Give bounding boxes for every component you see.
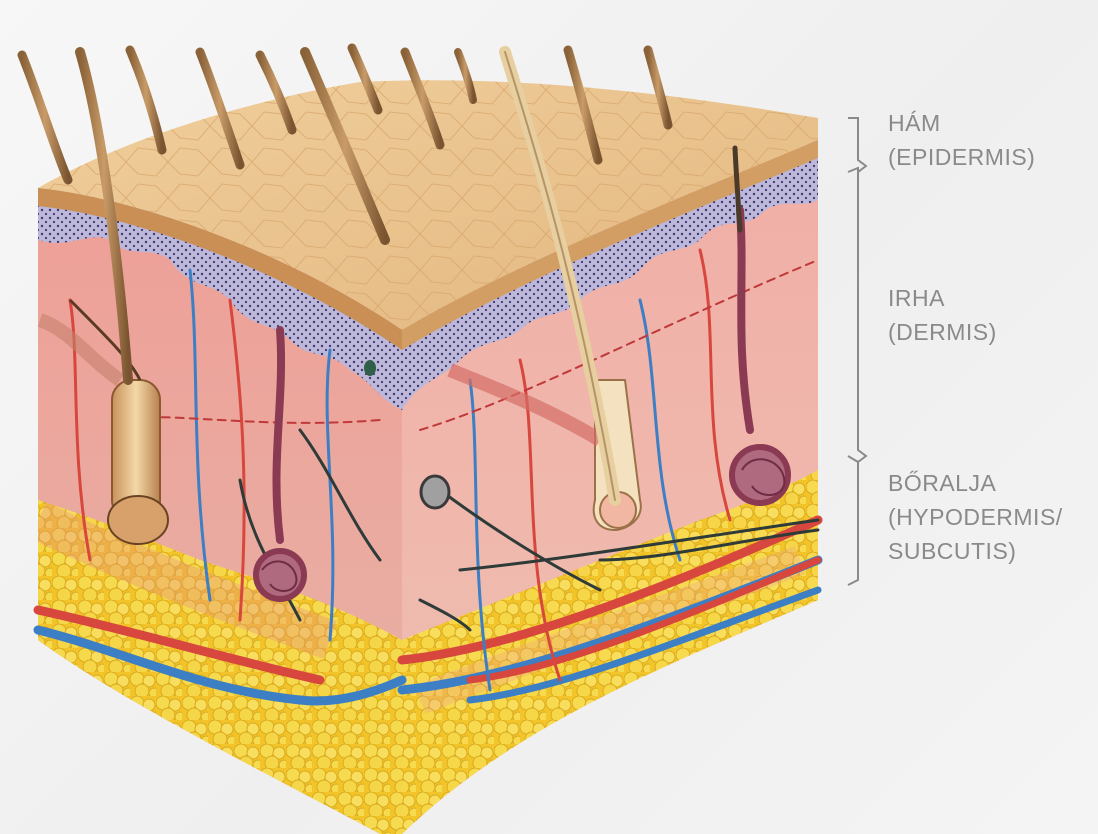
- hypodermis-latin-2: SUBCUTIS): [888, 534, 1063, 568]
- dermis-latin: (DERMIS): [888, 315, 997, 349]
- dermis-name: IRHA: [888, 281, 997, 315]
- hypodermis-label: BŐRALJA (HYPODERMIS/ SUBCUTIS): [888, 466, 1063, 568]
- epidermis-latin: (EPIDERMIS): [888, 140, 1035, 174]
- dermis-label: IRHA (DERMIS): [888, 281, 997, 349]
- layer-brackets: [848, 118, 866, 585]
- epidermis-name: HÁM: [888, 106, 1035, 140]
- epidermis-label: HÁM (EPIDERMIS): [888, 106, 1035, 174]
- hypodermis-latin-1: (HYPODERMIS/: [888, 500, 1063, 534]
- hypodermis-name: BŐRALJA: [888, 466, 1063, 500]
